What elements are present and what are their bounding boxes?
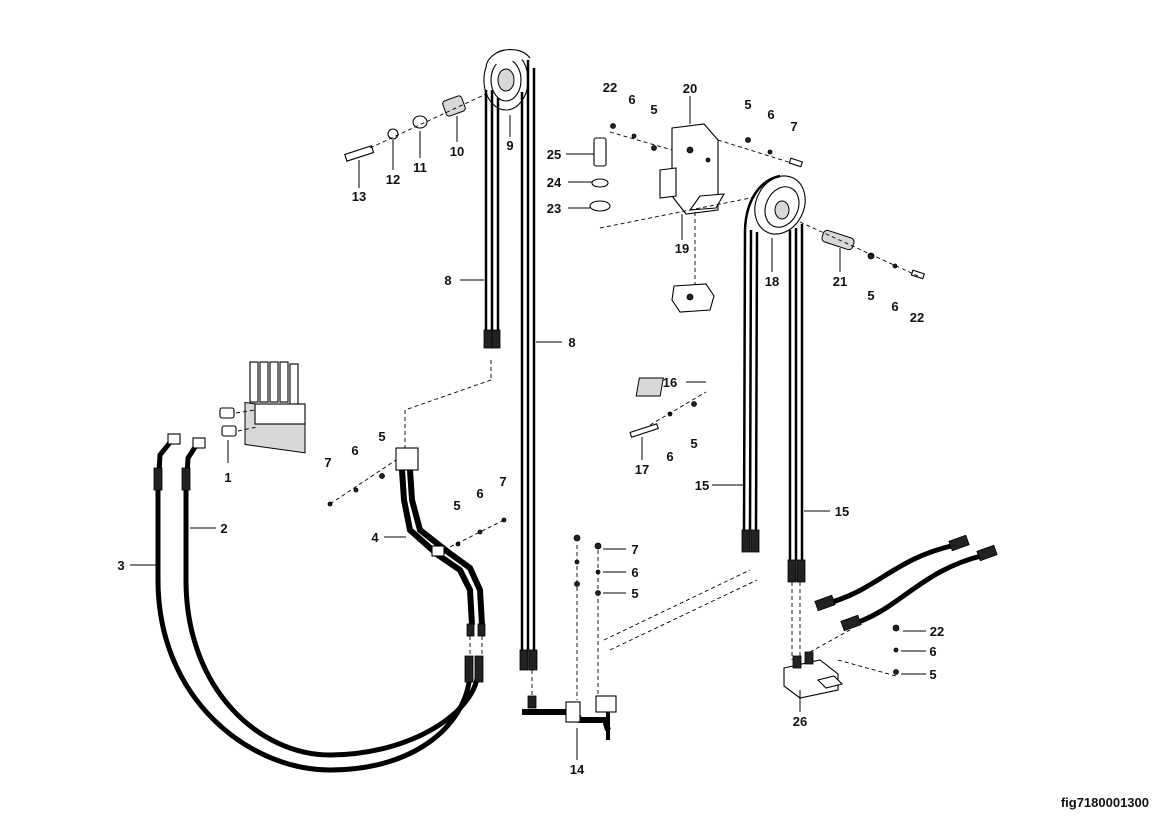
callout-6c: 6 bbox=[631, 565, 638, 580]
hose-15-right bbox=[787, 224, 806, 660]
fitting-23-25 bbox=[589, 123, 657, 212]
callout-7b: 7 bbox=[499, 474, 506, 489]
callout-7d: 7 bbox=[790, 119, 797, 134]
callout-7c: 7 bbox=[631, 542, 638, 557]
callout-23: 23 bbox=[547, 201, 561, 216]
tube-4 bbox=[395, 360, 492, 656]
callout-7a: 7 bbox=[324, 455, 331, 470]
callout-5e: 5 bbox=[744, 97, 751, 112]
callout-24: 24 bbox=[547, 175, 562, 190]
hose-2 bbox=[181, 437, 484, 758]
callout-8b: 8 bbox=[568, 335, 575, 350]
callout-4: 4 bbox=[371, 530, 379, 545]
control-valve bbox=[244, 361, 306, 454]
callout-2: 2 bbox=[220, 521, 227, 536]
hose-8-right bbox=[519, 60, 538, 671]
callout-8a: 8 bbox=[444, 273, 451, 288]
callout-5b: 5 bbox=[453, 498, 460, 513]
pulley-axle-right bbox=[745, 137, 926, 280]
callout-5c: 5 bbox=[631, 586, 638, 601]
tube-14 bbox=[522, 545, 758, 740]
clamp-16 bbox=[629, 377, 707, 438]
pulley-axle-hardware bbox=[344, 93, 487, 162]
leader-lines bbox=[130, 96, 926, 760]
callout-14: 14 bbox=[570, 762, 585, 777]
callout-22a: 22 bbox=[603, 80, 617, 95]
callout-labels: 1 2 3 4 7 6 5 5 6 7 8 8 9 10 11 12 13 7 … bbox=[117, 80, 944, 777]
callout-6f: 6 bbox=[891, 299, 898, 314]
hose-3 bbox=[153, 433, 473, 773]
callout-5g: 5 bbox=[690, 436, 697, 451]
callout-10: 10 bbox=[450, 144, 464, 159]
callout-22b: 22 bbox=[910, 310, 924, 325]
callout-6b: 6 bbox=[476, 486, 483, 501]
callout-25: 25 bbox=[547, 147, 561, 162]
callout-6a: 6 bbox=[351, 443, 358, 458]
callout-5h: 5 bbox=[929, 667, 936, 682]
callout-19: 19 bbox=[675, 241, 689, 256]
callout-5f: 5 bbox=[867, 288, 874, 303]
callout-6d: 6 bbox=[628, 92, 635, 107]
callout-5d: 5 bbox=[650, 102, 657, 117]
pulley-18 bbox=[754, 175, 806, 235]
callout-13: 13 bbox=[352, 189, 366, 204]
manifold-26 bbox=[783, 624, 900, 699]
callout-9: 9 bbox=[506, 138, 513, 153]
callout-18: 18 bbox=[765, 274, 779, 289]
callout-22c: 22 bbox=[930, 624, 944, 639]
callout-6h: 6 bbox=[929, 644, 936, 659]
callout-21: 21 bbox=[833, 274, 847, 289]
callout-15a: 15 bbox=[695, 478, 709, 493]
callout-26: 26 bbox=[793, 714, 807, 729]
hose-15-left bbox=[741, 174, 781, 553]
callout-16: 16 bbox=[663, 375, 677, 390]
callout-12: 12 bbox=[386, 172, 400, 187]
short-hoses-crossed bbox=[814, 534, 998, 632]
callout-5a: 5 bbox=[378, 429, 385, 444]
hose-8-left bbox=[483, 90, 501, 349]
callout-3: 3 bbox=[117, 558, 124, 573]
callout-15b: 15 bbox=[835, 504, 849, 519]
fitting-1 bbox=[219, 407, 258, 437]
callout-17: 17 bbox=[635, 462, 649, 477]
pulley-9 bbox=[483, 49, 531, 111]
tee-fitting bbox=[671, 283, 715, 313]
callout-20: 20 bbox=[683, 81, 697, 96]
clamp-hardware-left bbox=[327, 459, 602, 596]
callout-6g: 6 bbox=[666, 449, 673, 464]
callout-11: 11 bbox=[413, 160, 427, 175]
callout-6e: 6 bbox=[767, 107, 774, 122]
figure-reference: fig7180001300 bbox=[1060, 795, 1149, 810]
callout-1: 1 bbox=[224, 470, 231, 485]
bracket-19-20 bbox=[599, 123, 799, 285]
